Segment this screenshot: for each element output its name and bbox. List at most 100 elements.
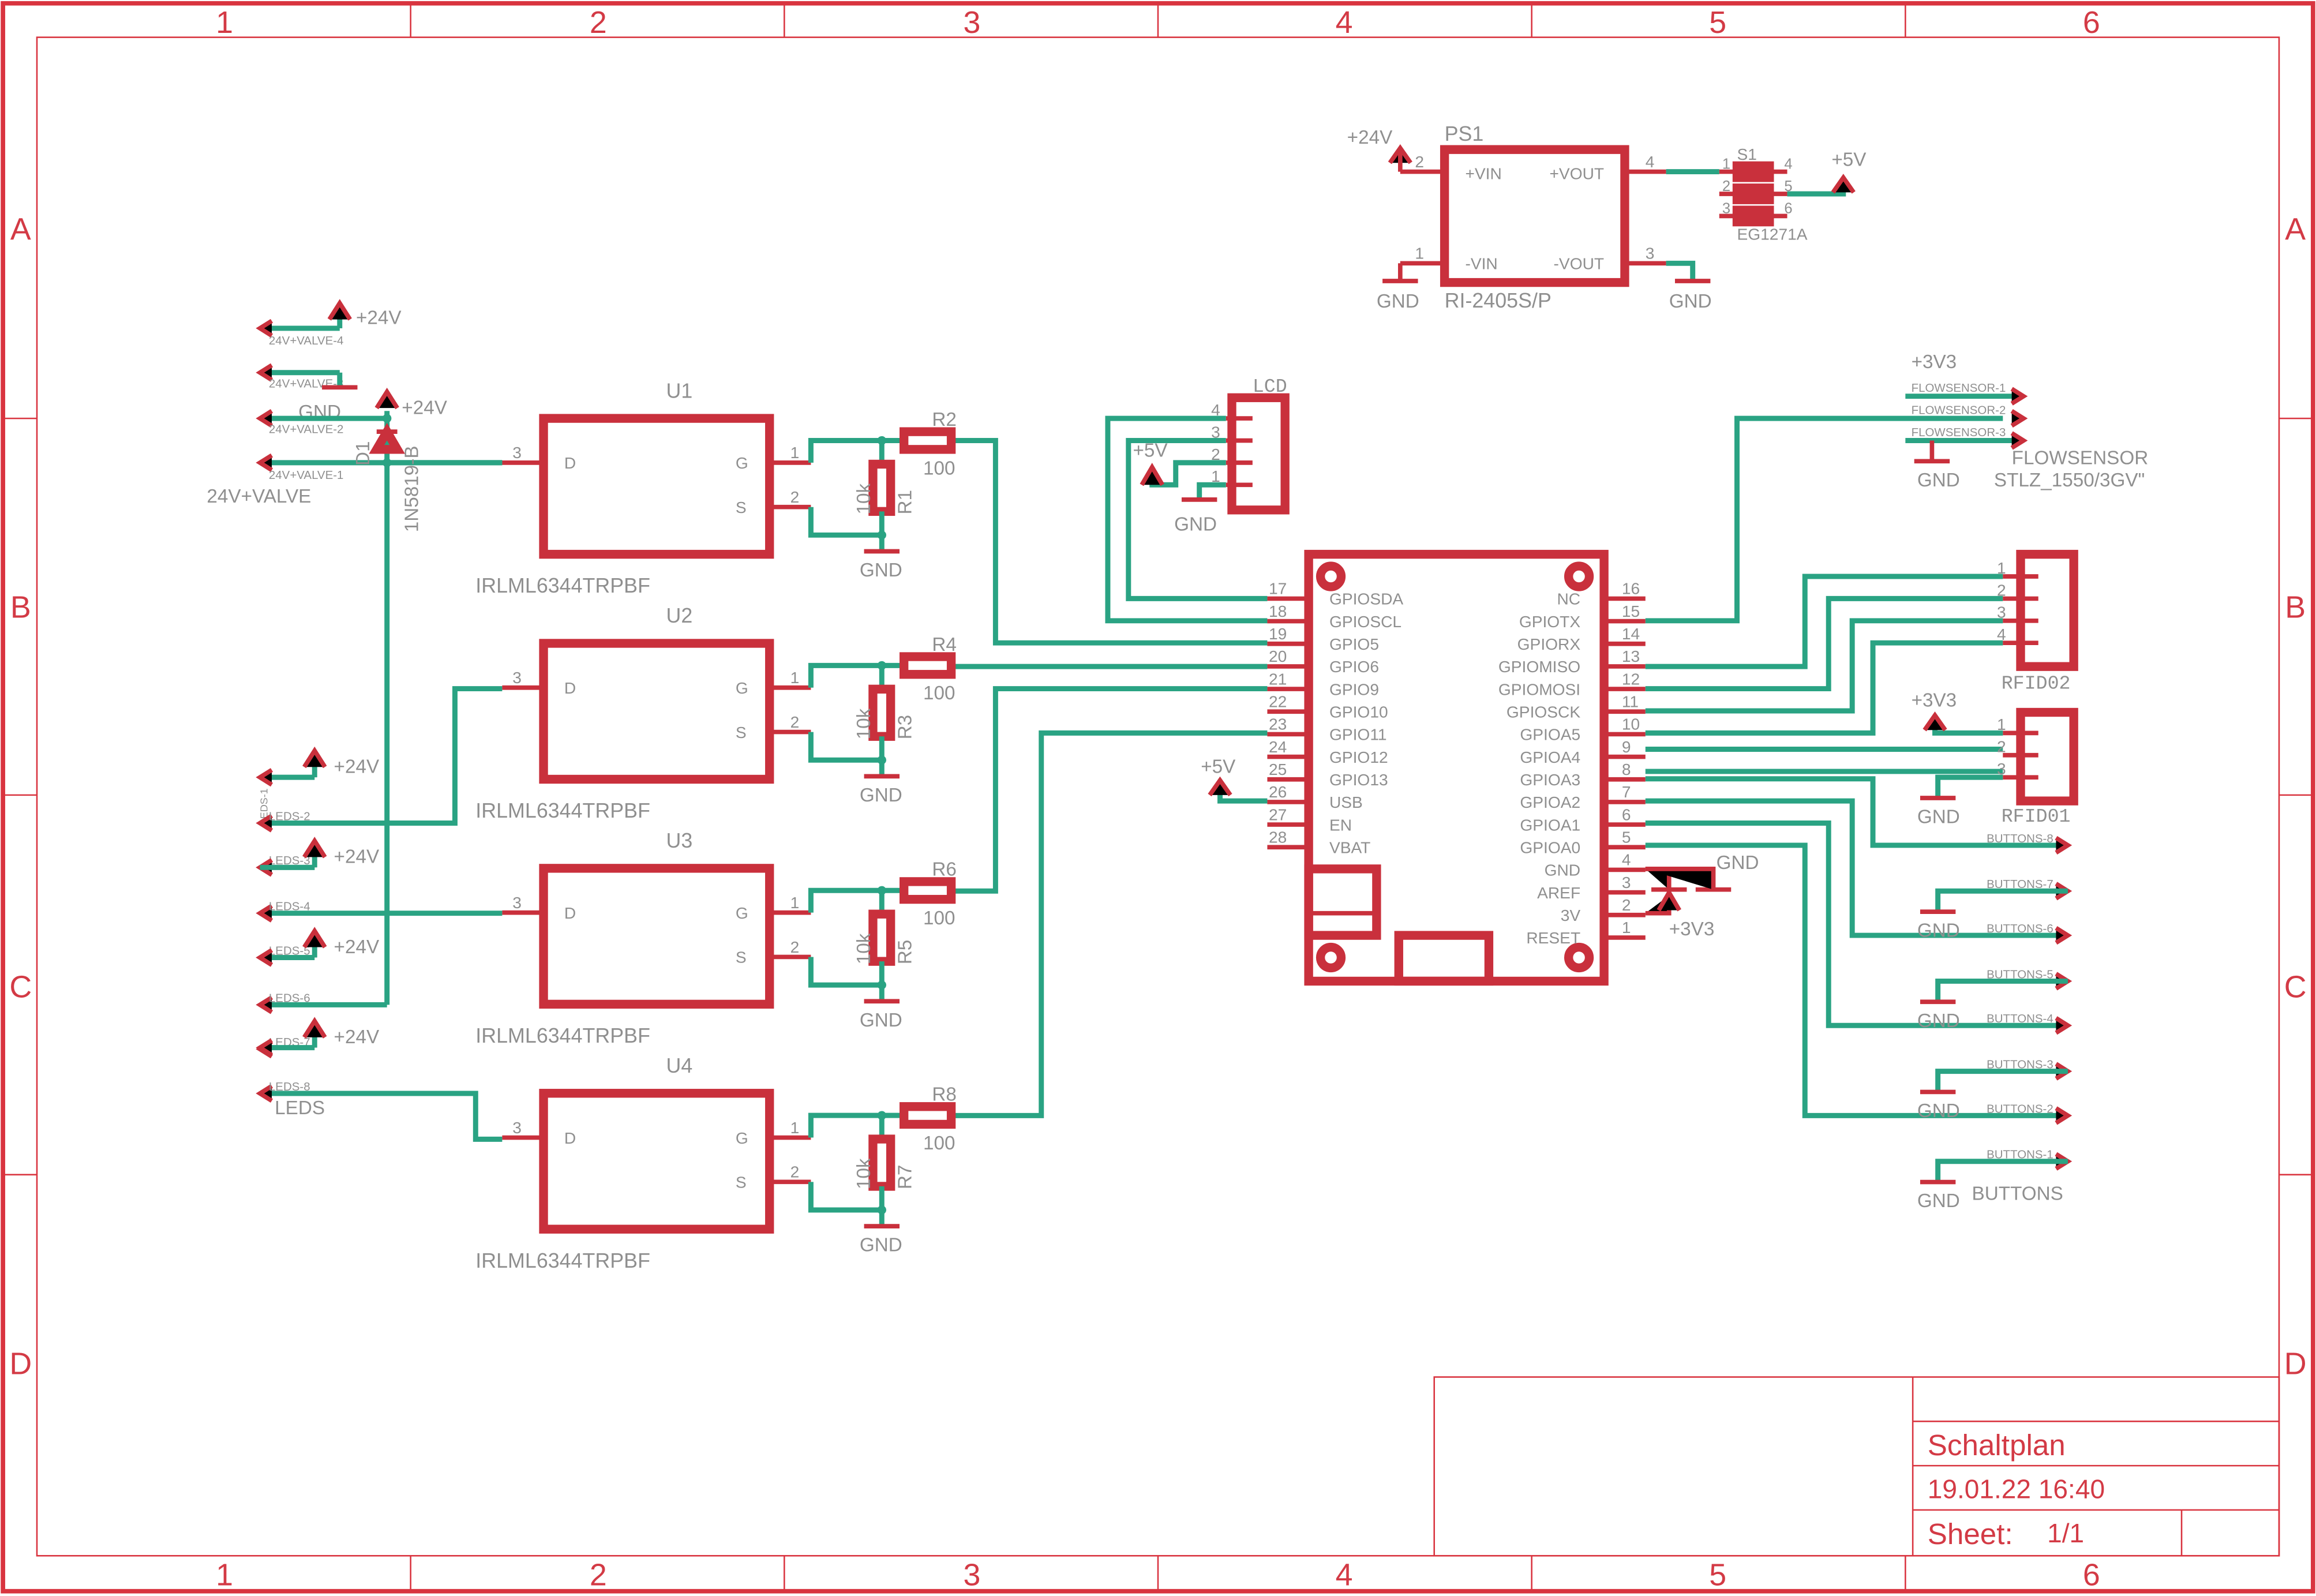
mcu-pin-name-gpiomosi: GPIOMOSI [1498,680,1580,698]
leds-net-4: LEDS-4 [269,900,310,913]
s1-pin-1: 1 [1722,156,1730,172]
valve-net-1: 24V+VALVE-1 [269,469,344,482]
rfid02-pin-1: 1 [1997,559,2006,577]
buttons-net-2: BUTTONS-2 [1987,1102,2053,1115]
mcu-usb-supply: +5V [1201,756,1236,777]
flowsensor-title: FLOWSENSOR [2012,447,2149,469]
flowsensor-net-1: FLOWSENSOR-1 [1912,381,2006,395]
mosfet-pin-s: S [736,1174,747,1192]
mcu-pin-name-gpiorx: GPIORX [1517,635,1581,653]
mosfet-pinnum-1: 1 [790,1119,800,1137]
mcu-pin-num-21: 21 [1269,670,1287,688]
row-label-a: A [10,212,31,246]
mosfet-pin-s: S [736,949,747,966]
mosfet-pin-g: G [736,679,748,697]
row-label-c-right: C [2284,970,2307,1005]
buttons-net-6: BUTTONS-6 [1987,922,2053,935]
mcu-pin-name-gpio9: GPIO9 [1329,680,1379,698]
mcu-pin-name-gpio6: GPIO6 [1329,658,1379,676]
mosfet-pinnum-2: 2 [790,938,800,956]
mosfet-pinnum-2: 2 [790,1163,800,1181]
mcu-3v3-supply: +3V3 [1669,919,1715,940]
mosfet-pinnum-2: 2 [790,713,800,731]
row-label-a-right: A [2285,212,2306,246]
lcd-pin-3: 3 [1211,423,1220,441]
mosfet-ref: U3 [666,829,693,852]
mosfet-pinnum-3: 3 [512,894,522,912]
ps1-gnd-left: GND [1377,291,1419,312]
leds-net-2: LEDS-2 [269,810,310,823]
mcu-pin-name-aref: AREF [1537,884,1580,902]
mcu-pin-num-4: 4 [1622,851,1631,869]
buttons-net-3: BUTTONS-3 [1987,1058,2053,1071]
mcu-pin-num-10: 10 [1622,715,1640,733]
flowsensor-gnd: GND [1917,470,1960,491]
mosfet-pinnum-3: 3 [512,669,522,687]
row-label-b-right: B [2285,590,2306,625]
leds-supply-2: +24V [334,846,380,868]
mosfet-pin-d: D [564,904,576,922]
flowsensor-supply: +3V3 [1912,351,1957,373]
mosfet-ref: U4 [666,1054,693,1077]
mcu-pin-num-15: 15 [1622,602,1640,620]
title-text: Schaltplan [1928,1429,2066,1462]
buttons-label: BUTTONS [1972,1183,2063,1204]
gnd-label: GND [860,560,902,581]
gate-resistor-value: 100 [923,458,955,479]
mcu-pin-name-gpio10: GPIO10 [1329,703,1388,721]
lcd-supply: +5V [1133,440,1168,462]
leds-net-5: LEDS-5 [269,944,310,957]
mosfet-pin-s: S [736,499,747,516]
mcu-pin-name-gpioa1: GPIOA1 [1520,816,1580,834]
buttons-net-7: BUTTONS-7 [1987,878,2053,891]
diode-supply: +24V [402,397,447,418]
mosfet-pin-d: D [564,1129,576,1147]
buttons-net-4: BUTTONS-4 [1987,1012,2053,1025]
gate-resistor-ref: R8 [932,1084,957,1106]
mcu-pin-name-usb: USB [1329,793,1363,811]
pulldown-resistor-value: 10k [853,933,875,964]
valve-section: +24V 24V+VALVE-4 24V+VALVE-3 GND 24V+VAL… [207,299,503,1007]
mcu-pin-name-nc: NC [1557,590,1580,608]
gate-resistor-ref: R2 [932,409,957,430]
rfid02-name: RFID02 [2002,673,2071,695]
mcu-pin-name-vbat: VBAT [1329,838,1370,856]
rfid01-pin-3: 3 [1997,760,2006,778]
pulldown-resistor-ref: R7 [894,1165,916,1190]
date-text: 19.01.22 16:40 [1928,1474,2105,1504]
mcu-pin-num-27: 27 [1269,806,1287,823]
mcu-pin-num-26: 26 [1269,783,1287,801]
buttons-net-8: BUTTONS-8 [1987,832,2053,845]
mosfet-value: IRLML6344TRPBF [475,1024,650,1047]
mcu-pin-name-gpioa3: GPIOA3 [1520,771,1580,789]
mcu-pin-num-11: 11 [1622,693,1639,711]
pulldown-resistor-ref: R5 [894,940,916,965]
ps1-pin-vin: +VIN [1465,164,1501,182]
mcu-pin-num-22: 22 [1269,693,1287,711]
col-label-5-bottom: 5 [1709,1557,1726,1592]
mcu-right-pins: 16NC15GPIOTX14GPIORX13GPIOMISO12GPIOMOSI… [1498,580,1646,947]
mcu-pin-name-gpio13: GPIO13 [1329,771,1388,789]
col-label-3: 3 [963,5,980,40]
ps1-pin-vout: +VOUT [1549,164,1604,182]
buttons-gnd-2: GND [1917,1010,1960,1032]
s1-pin-3: 3 [1722,200,1730,216]
mcu-pin-num-13: 13 [1622,647,1640,665]
valve-net-4: 24V+VALVE-4 [269,334,344,347]
diode-ref: D1 [353,441,374,466]
mcu-pin-num-8: 8 [1622,760,1631,778]
mcu-left-pins: 17GPIOSDA18GPIOSCL19GPIO520GPIO621GPIO92… [1267,580,1403,856]
lcd-connector: LCD 4 3 2 1 +5V GND [1105,376,1290,624]
mosfet-pinnum-1: 1 [790,444,800,462]
col-label-6-bottom: 6 [2083,1557,2100,1592]
col-label-5: 5 [1709,5,1726,40]
lcd-gnd: GND [1174,514,1217,535]
mosfet-pin-g: G [736,1129,748,1147]
mcu-pin-name-3v: 3V [1561,906,1581,924]
pulldown-resistor-value: 10k [853,483,875,514]
lcd-pin-4: 4 [1211,401,1220,419]
mcu-pin-name-reset: RESET [1526,929,1580,947]
mcu-pin-name-gnd: GND [1545,861,1581,879]
